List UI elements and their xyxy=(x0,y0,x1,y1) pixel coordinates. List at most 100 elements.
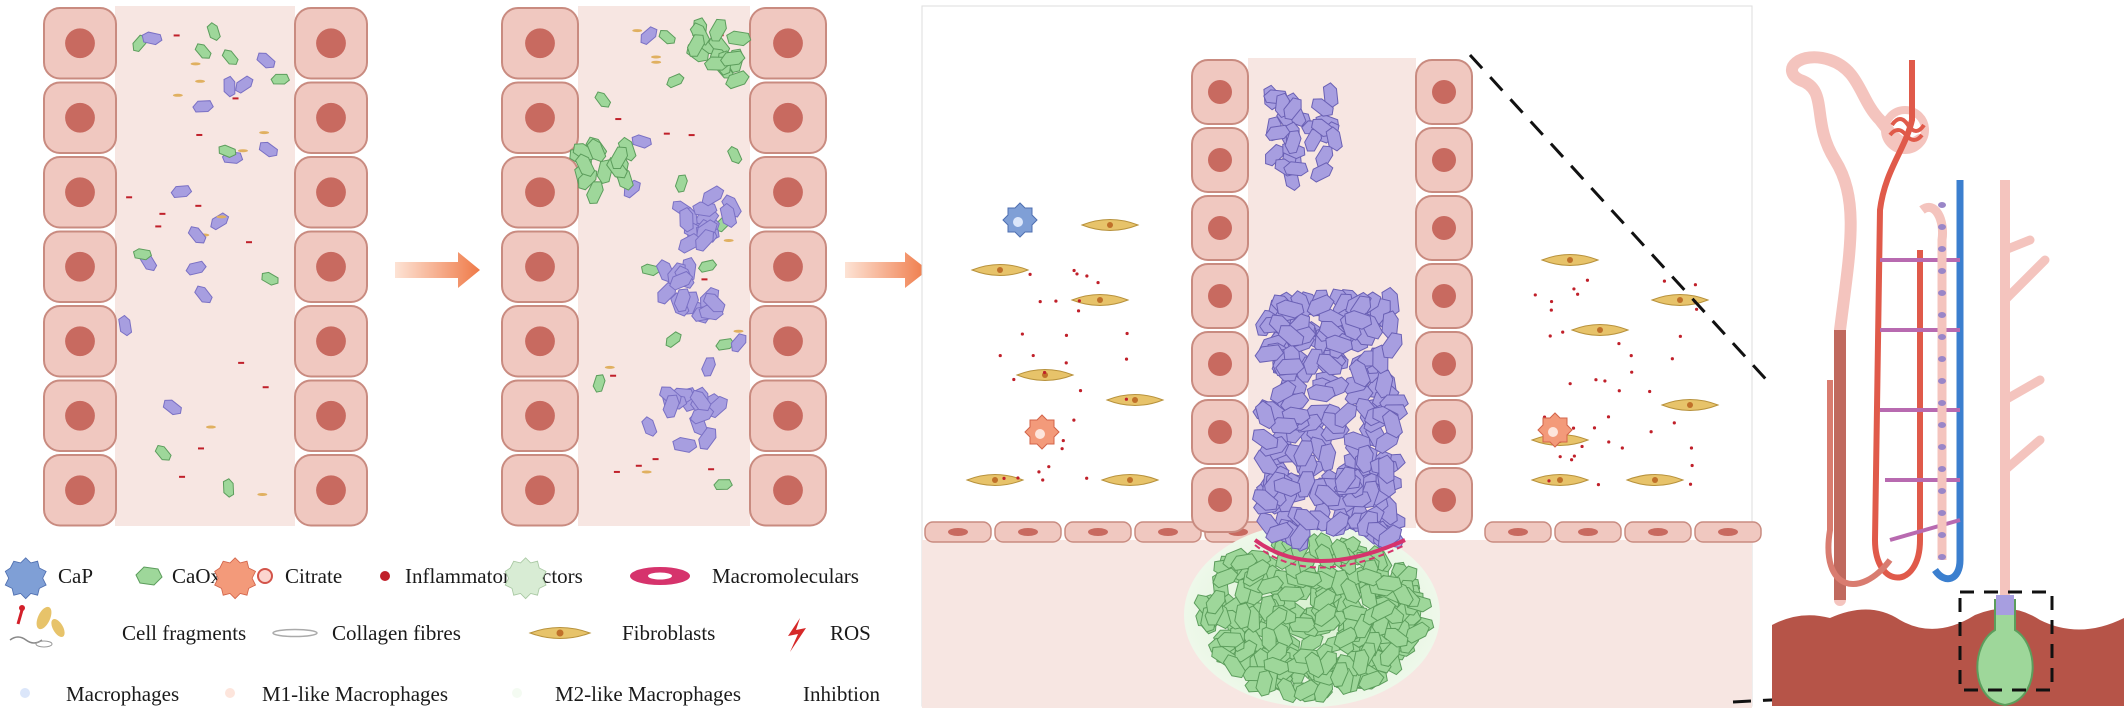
collagen-fragment xyxy=(190,62,201,66)
crystal xyxy=(725,70,750,90)
crystal xyxy=(586,138,607,163)
inflammatory-factor xyxy=(652,458,659,461)
collagen-fragment xyxy=(205,425,216,429)
crystal xyxy=(256,52,276,69)
inflammatory-dot xyxy=(1124,397,1129,401)
legend-label-inflammatory: Inflammatory factors xyxy=(405,564,583,588)
crystal xyxy=(1317,443,1337,472)
crystal xyxy=(689,22,711,46)
crystal xyxy=(719,50,746,67)
collagen-fragment xyxy=(172,93,183,97)
basement-nucleus xyxy=(948,528,968,536)
citrate-icon xyxy=(257,568,273,584)
crystal xyxy=(1352,649,1370,676)
inflammatory-dot xyxy=(1076,309,1081,313)
crystal xyxy=(185,260,207,276)
crystal xyxy=(623,179,641,199)
inflammatory-dot xyxy=(1607,440,1611,444)
fibroblast-nucleus xyxy=(1107,222,1113,228)
collagen-fragment xyxy=(604,365,615,369)
basement-nucleus xyxy=(1578,528,1598,536)
collagen-fragment xyxy=(195,79,206,83)
m1-macrophage-core xyxy=(1548,427,1558,437)
cell-nucleus xyxy=(1208,284,1232,308)
legend-label-macromolecular: Macromoleculars xyxy=(712,564,859,588)
crystal xyxy=(154,444,172,461)
legend-label-macrophages: Macrophages xyxy=(66,682,179,706)
cell-nucleus xyxy=(525,475,555,506)
cell-nucleus xyxy=(316,28,346,59)
inflammatory-dot xyxy=(1620,446,1624,450)
inflammatory-factor xyxy=(615,118,622,121)
crystal xyxy=(162,399,182,416)
legend-label-m2: M2-like Macrophages xyxy=(555,682,741,706)
macrophage-icon xyxy=(4,557,47,698)
crystal xyxy=(1334,402,1358,429)
basement-nucleus xyxy=(1648,528,1668,536)
progression-arrow-1 xyxy=(395,252,480,288)
crystal xyxy=(1325,511,1350,537)
inflammatory-dot xyxy=(1576,292,1580,296)
crystal xyxy=(1251,428,1279,450)
crystal xyxy=(701,357,716,377)
cell-nucleus xyxy=(773,326,803,357)
crystal xyxy=(1341,490,1372,508)
vasa-recta-vein xyxy=(1932,180,1964,583)
crystal xyxy=(673,288,691,313)
basement-nucleus xyxy=(1718,528,1738,536)
crystal xyxy=(261,271,279,286)
calcium-bead xyxy=(1938,488,1946,494)
crystal xyxy=(1320,411,1347,435)
legend-item-macrophages: Macrophages xyxy=(4,557,179,706)
cell-nucleus xyxy=(773,177,803,208)
inflammatory-dot xyxy=(1693,283,1698,287)
cell-nucleus xyxy=(65,475,95,506)
cell-nucleus xyxy=(773,475,803,506)
legend-label-ros: ROS xyxy=(830,621,871,645)
cell-nucleus xyxy=(525,177,555,208)
capillary-network xyxy=(1880,258,1961,542)
m1-macrophage-core xyxy=(1035,429,1045,439)
inflammatory-dot xyxy=(1002,476,1006,481)
inflammatory-dot xyxy=(1572,454,1576,458)
panel-4-frame xyxy=(1772,6,2124,706)
collagen-fragment xyxy=(237,149,248,153)
crystal xyxy=(1325,126,1343,152)
legend-item-collagen: Collagen fibres xyxy=(272,621,461,645)
cell-nucleus xyxy=(773,251,803,282)
crystal xyxy=(727,145,743,165)
inflammatory-dot xyxy=(1072,418,1076,422)
vasa-recta-artery xyxy=(1871,60,1923,581)
cell-nucleus xyxy=(1208,216,1232,240)
crystal xyxy=(194,285,213,304)
inflammatory-factor xyxy=(159,212,166,215)
crystal xyxy=(657,281,677,305)
calcium-bead xyxy=(1938,510,1946,516)
inflammatory-dot xyxy=(1037,470,1041,474)
crystal xyxy=(1355,444,1374,474)
crystal xyxy=(1212,567,1239,589)
collagen-fragment xyxy=(257,492,268,496)
crystal xyxy=(1344,310,1373,330)
cell-nucleus xyxy=(65,177,95,208)
fibroblast-nucleus xyxy=(1557,477,1563,483)
inflammatory-dot xyxy=(1585,278,1590,282)
legend-label-m1: M1-like Macrophages xyxy=(262,682,448,706)
inflammatory-dot xyxy=(1125,331,1129,336)
calcium-bead xyxy=(1938,312,1946,318)
basement-nucleus xyxy=(1158,528,1178,536)
crystal xyxy=(1333,626,1359,649)
cell-nucleus xyxy=(1432,80,1456,104)
inflammatory-dot xyxy=(1124,357,1129,361)
crystal xyxy=(1304,128,1323,152)
crystal xyxy=(674,174,688,193)
crystal xyxy=(698,427,717,450)
inflammatory-dot xyxy=(1060,447,1064,451)
crystal xyxy=(1306,294,1335,317)
papilla-tissue xyxy=(1772,608,2124,706)
crystal xyxy=(187,226,207,244)
inflammatory-factor xyxy=(155,225,162,228)
crystal xyxy=(235,75,254,94)
macromolecule-matrix-line-2 xyxy=(1254,544,1406,569)
inflammatory-dot xyxy=(1648,389,1652,394)
